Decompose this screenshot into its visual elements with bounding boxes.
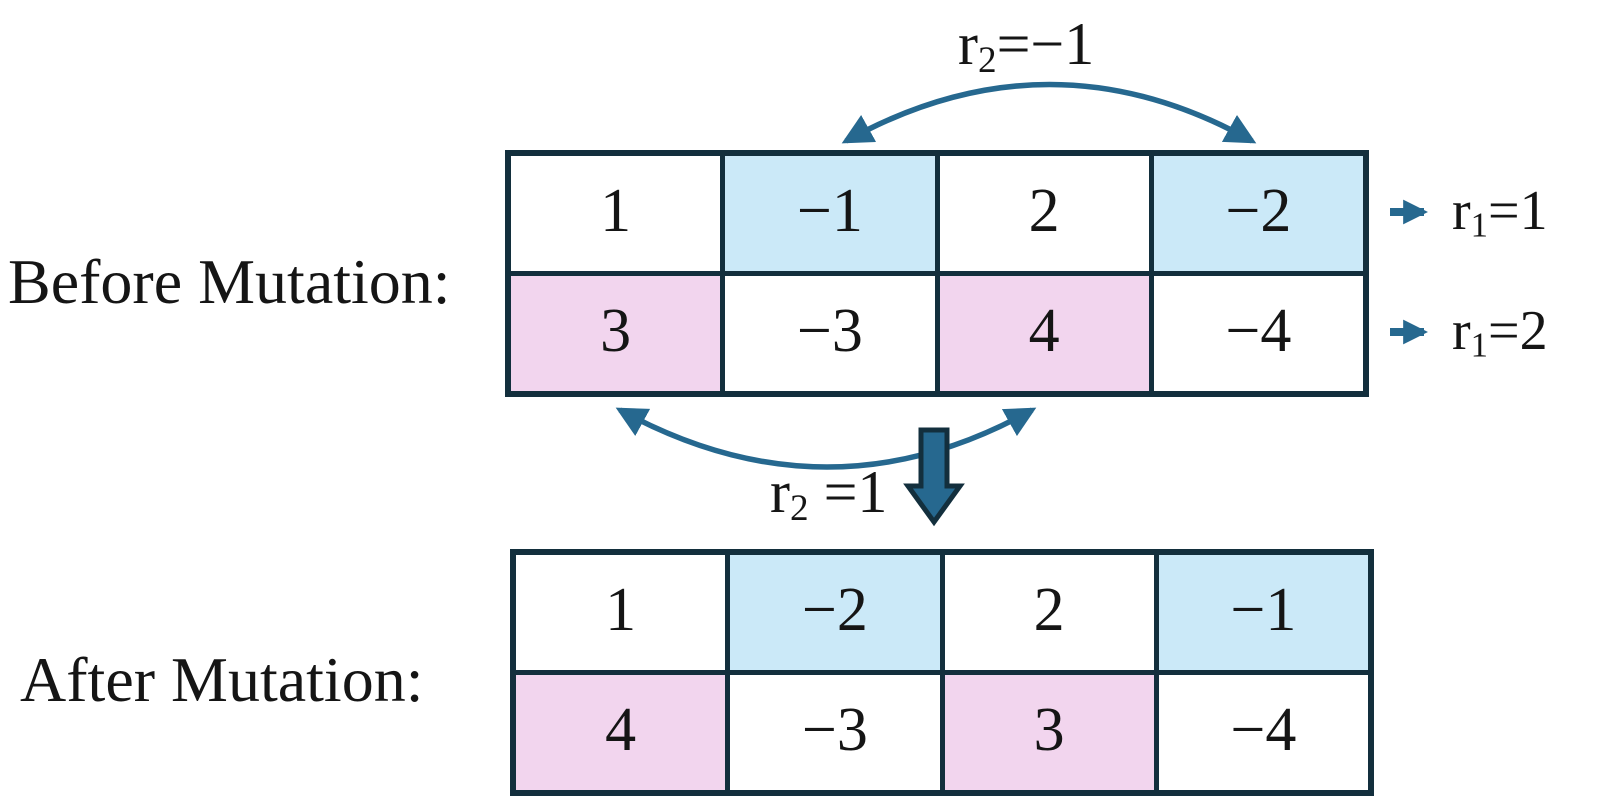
row1-pointer-annotation: r1=1: [1452, 180, 1548, 242]
row2-pointer-annotation: r1=2: [1452, 300, 1548, 362]
table-cell: −3: [730, 675, 940, 790]
swap-row1-annotation: r2=−1: [958, 11, 1095, 79]
row2-pointer-subscript: 1: [1470, 325, 1489, 365]
table-cell: 1: [511, 156, 721, 271]
before-mutation-label: Before Mutation:: [8, 246, 451, 317]
row2-pointer-base: r: [1452, 300, 1471, 362]
table-cell: 4: [516, 675, 726, 790]
table-cell: −2: [730, 555, 940, 670]
table-cell: 3: [944, 675, 1154, 790]
table-cell: −3: [725, 276, 935, 391]
table-cell: −4: [1153, 276, 1363, 391]
table-cell: −1: [1158, 555, 1368, 670]
table-cell: 2: [939, 156, 1149, 271]
row1-pointer-value: =1: [1488, 180, 1548, 242]
swap-row1-annotation-subscript: 2: [977, 40, 997, 82]
row2-pointer-value: =2: [1488, 300, 1548, 362]
table-cell: 1: [516, 555, 726, 670]
table-cell: 4: [939, 276, 1149, 391]
swap-row1-annotation-value: =−1: [996, 11, 1095, 77]
mutation-down-arrow-icon: [903, 427, 965, 527]
table-cell: −4: [1158, 675, 1368, 790]
swap-row1-annotation-base: r: [958, 11, 978, 77]
table-cell: −1: [725, 156, 935, 271]
swap-row2-annotation-base: r: [770, 459, 790, 525]
table-cell: 2: [944, 555, 1154, 670]
table-cell: −2: [1153, 156, 1363, 271]
after-mutation-label: After Mutation:: [20, 644, 424, 715]
row1-pointer-base: r: [1452, 180, 1471, 242]
row1-pointer-subscript: 1: [1470, 205, 1489, 245]
row1-swap-arc-icon: [841, 81, 1257, 144]
swap-row2-annotation-subscript: 2: [789, 488, 809, 530]
swap-row2-annotation: r2 =1: [770, 459, 888, 527]
table-cell: 3: [511, 276, 721, 391]
swap-row2-annotation-value: =1: [808, 459, 888, 525]
